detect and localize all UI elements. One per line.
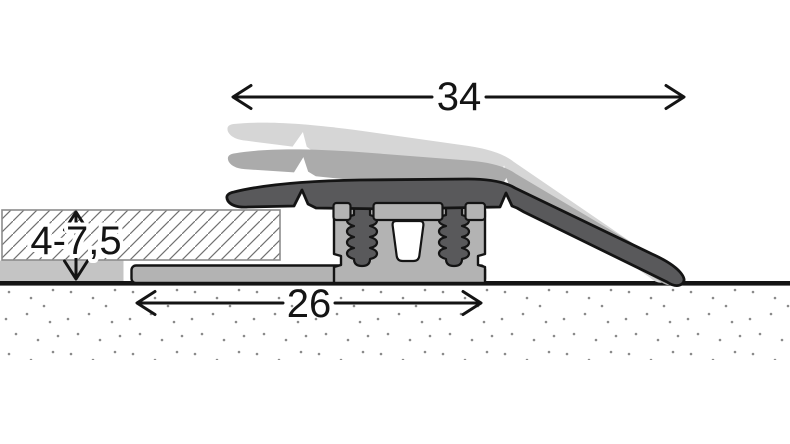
center-hole xyxy=(391,219,425,263)
channel-lip-outer-left xyxy=(332,201,352,222)
dimension-labels: 34 26 4-7,5 xyxy=(26,75,482,326)
floor-covering-hatch xyxy=(2,210,280,260)
fixing-leg-left xyxy=(345,203,379,268)
label-top-width: 34 xyxy=(437,75,482,119)
arrowhead-right-icon xyxy=(664,84,686,110)
channel-lip-outer-right xyxy=(464,201,487,222)
channel-bridge xyxy=(372,201,444,222)
fixing-leg-right xyxy=(437,203,471,268)
arrowhead-up-icon xyxy=(63,210,89,232)
label-height-range: 4-7,5 xyxy=(30,219,121,263)
floor-covering-border xyxy=(1,209,281,261)
label-base-width: 26 xyxy=(287,282,332,326)
arrowhead-down-icon xyxy=(63,259,89,281)
arrowhead-left-icon xyxy=(135,290,157,316)
dimension-lines xyxy=(63,84,686,316)
arrowhead-left-icon xyxy=(231,84,253,110)
arrowhead-right-icon xyxy=(461,290,483,316)
subfloor-stipple xyxy=(0,286,790,360)
floor-covering-block xyxy=(1,209,281,261)
profile-assembly xyxy=(130,177,686,288)
underlay-strip xyxy=(0,260,124,282)
